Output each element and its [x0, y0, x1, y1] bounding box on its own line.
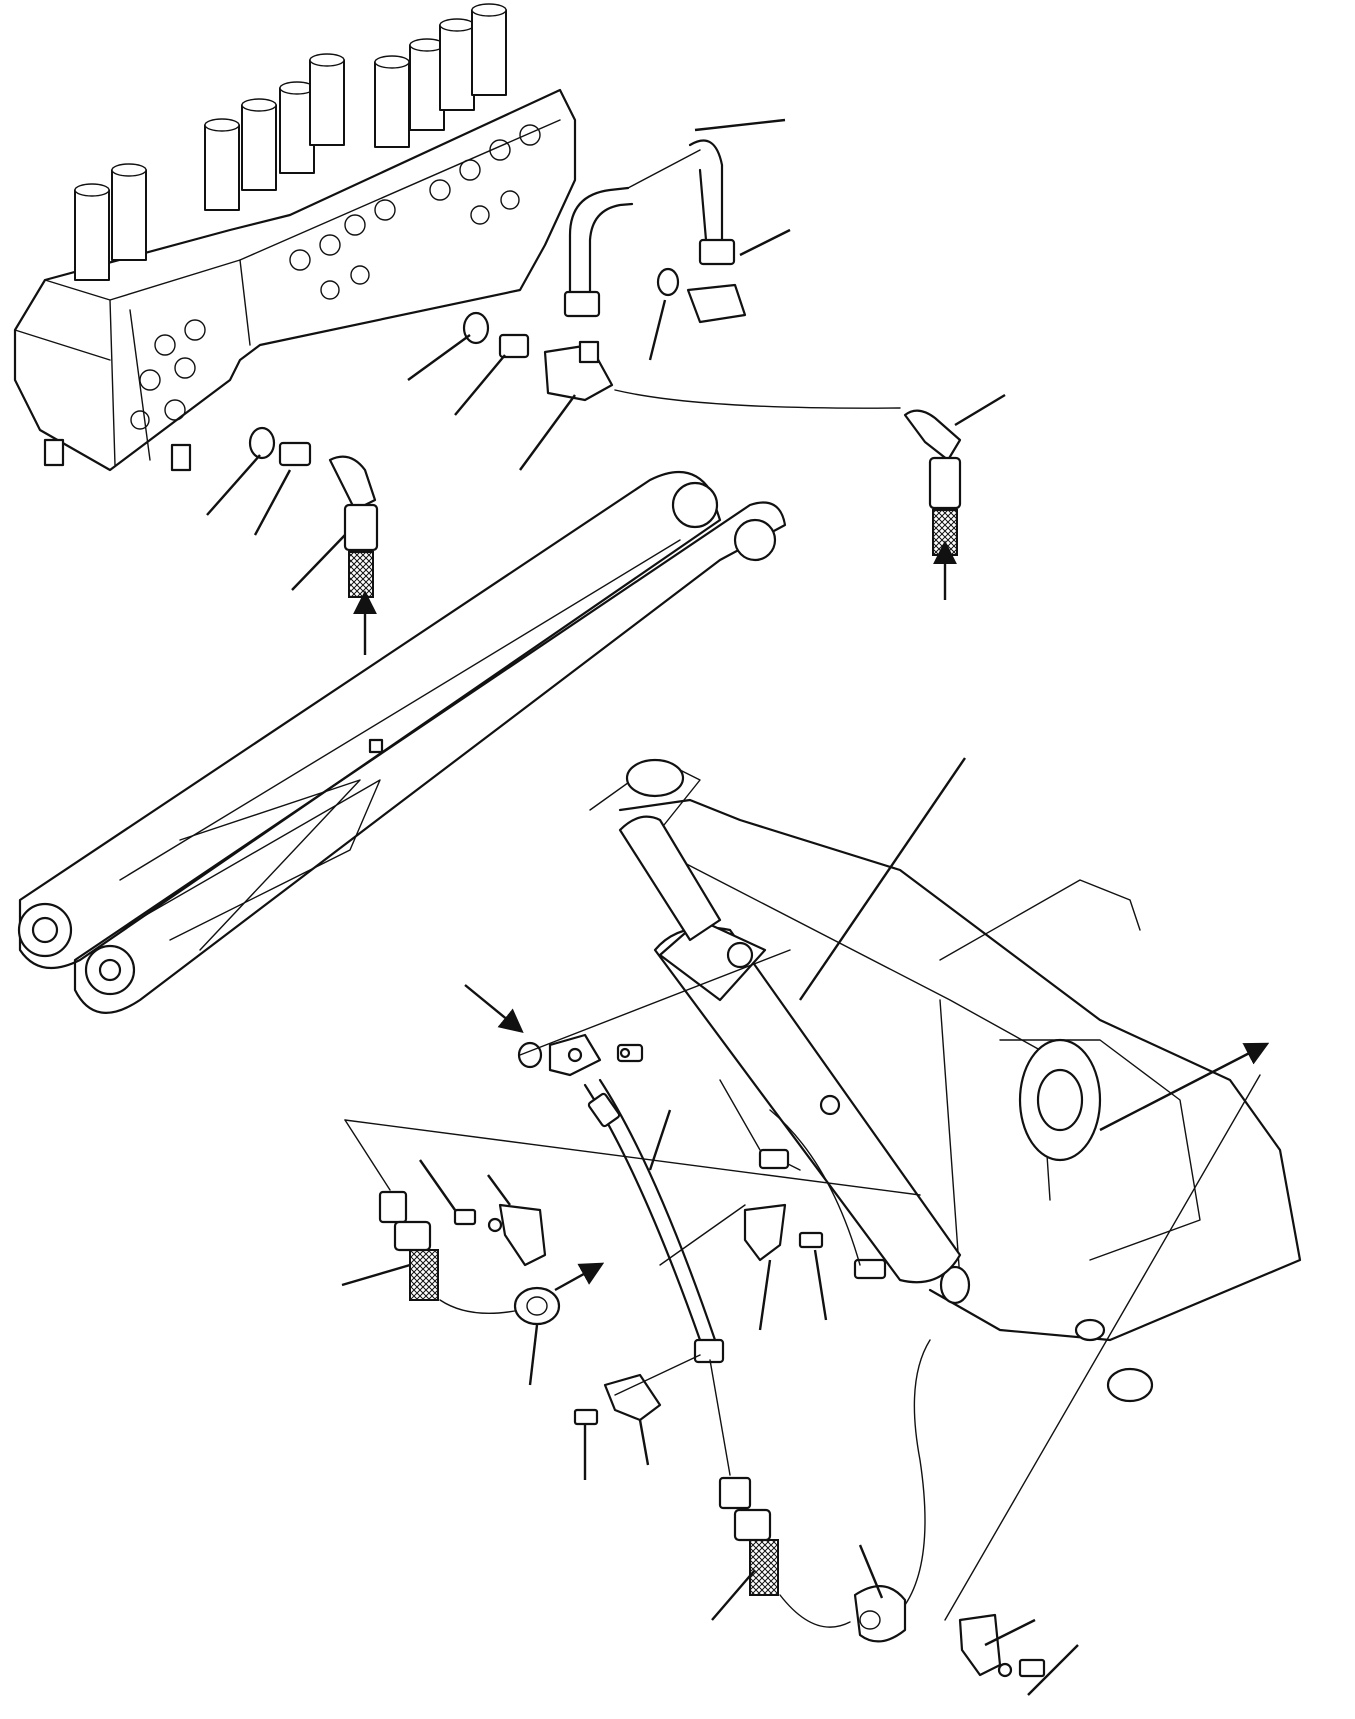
- direction-arrows: [353, 540, 1270, 1292]
- boom-cylinder: [618, 815, 962, 1284]
- hose-routing-lower: [378, 1033, 1046, 1678]
- boom-arm: [17, 470, 1302, 1403]
- leader-lines: [206, 118, 1079, 1696]
- control-valve-block: [13, 3, 577, 472]
- reference-lines: [344, 949, 1261, 1621]
